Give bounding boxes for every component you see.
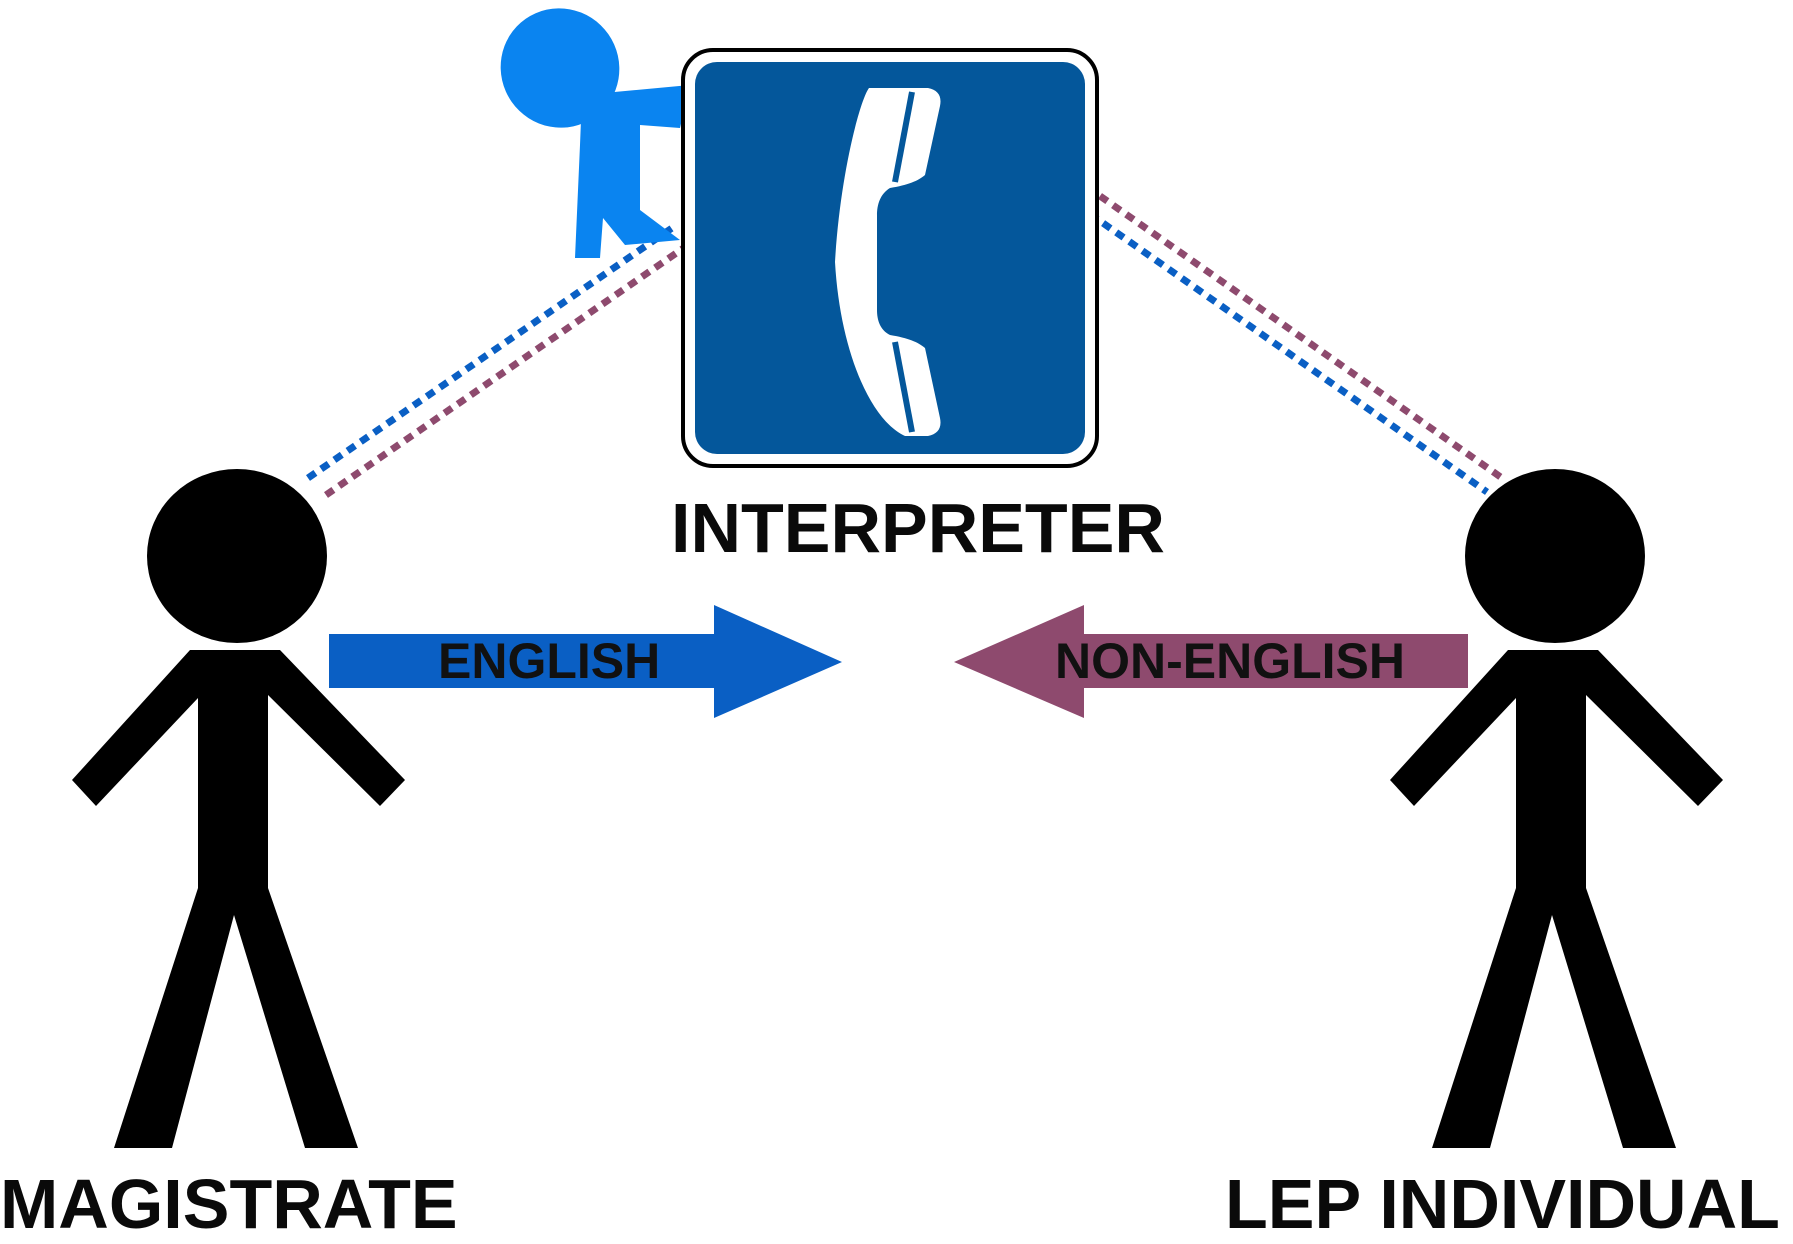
left-connection-purple (324, 242, 690, 498)
interpreter-label: INTERPRETER (671, 489, 1165, 567)
left-connection-blue (306, 225, 674, 481)
right-connection-purple (1097, 193, 1505, 481)
magistrate-figure (72, 469, 405, 1148)
english-arrow (329, 605, 842, 718)
non-english-arrow (954, 605, 1468, 718)
right-connection-blue (1087, 211, 1490, 495)
person-icon (500, 8, 690, 258)
connection-lines (306, 193, 1505, 498)
telephone-handset-icon (681, 48, 1099, 468)
magistrate-label: MAGISTRATE (0, 1165, 458, 1243)
lep-individual-figure (1390, 469, 1723, 1148)
english-label: ENGLISH (438, 633, 661, 689)
non-english-label: NON-ENGLISH (1055, 633, 1405, 689)
lep-individual-label: LEP INDIVIDUAL (1225, 1165, 1780, 1243)
